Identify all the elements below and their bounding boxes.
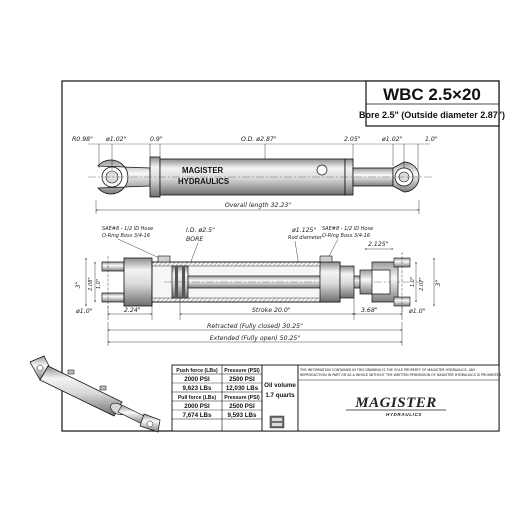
legal-block: THE INFORMATION CONTAINED IN THIS DRAWIN… xyxy=(269,364,502,432)
dim-extended: Extended (Fully open) 50.25" xyxy=(210,334,301,342)
dim-rod-end-top: 2.05" xyxy=(344,136,361,143)
pull-row-1-a: 2000 PSI xyxy=(184,403,210,410)
section-view: SAE#8 - 1/2 ID Hose O-Ring Boss 3/4-16 I… xyxy=(75,226,442,346)
push-row-1-b: 2500 PSI xyxy=(229,376,255,383)
dim-offset-left: 0.9" xyxy=(150,136,163,143)
title-block: WBC 2.5×20 Bore 2.5" (Outside diameter 2… xyxy=(359,80,505,127)
right-clevis xyxy=(371,261,399,303)
port-left xyxy=(157,255,171,263)
overall-length: Overall length 32.23" xyxy=(225,201,291,209)
pull-row-2-a: 7,674 LBs xyxy=(183,412,212,419)
dim-pin-right: ø1.02" xyxy=(381,136,403,143)
port-right xyxy=(319,255,333,263)
print-icon xyxy=(269,415,285,429)
push-force-label: Push force (LBs) xyxy=(176,368,218,374)
dim-outside-diameter: O.D. ø2.87" xyxy=(241,136,277,143)
legal-line-1: THE INFORMATION CONTAINED IN THIS DRAWIN… xyxy=(299,368,476,372)
dim-stroke: Stroke 20.0" xyxy=(252,306,291,314)
dim-width-left-2: 1.0" xyxy=(96,279,102,289)
dim-rod-end-bottom: 3.68" xyxy=(361,307,378,314)
dim-offset-right: 1.0" xyxy=(425,136,438,143)
rod-diameter-value: ø1.125" xyxy=(291,227,316,234)
dim-width-left-1: 2.08" xyxy=(88,277,94,290)
pull-row-2-b: 9,593 LBs xyxy=(228,412,257,419)
logo-wordmark: MAGISTER xyxy=(354,395,437,411)
pull-row-1-b: 2500 PSI xyxy=(229,403,255,410)
dim-radius: R0.98" xyxy=(72,136,93,143)
push-row-1-a: 2000 PSI xyxy=(184,376,210,383)
port-right-line-2: O-Ring Boss 3/4-16 xyxy=(322,233,370,239)
pull-force-label: Pull force (LBs) xyxy=(178,395,217,401)
spec-table: Push force (LBs) Pressure (PSI) 2000 PSI… xyxy=(171,364,299,432)
dim-clevis-right: 2.125" xyxy=(368,241,389,248)
oil-volume-label: Oil volume xyxy=(264,382,296,389)
dim-base: 2.24" xyxy=(124,307,141,314)
cylinder-illustration xyxy=(29,355,161,433)
dim-retracted: Retracted (Fully closed) 30.25" xyxy=(207,322,303,330)
model-title: WBC 2.5×20 xyxy=(383,85,481,104)
dim-height-right-1: 1.0" xyxy=(410,277,416,287)
dim-pin-bottom-right: ø1.0" xyxy=(408,308,426,315)
brand-line-1: MAGISTER xyxy=(182,166,224,175)
port-left-line-2: O-Ring Boss 3/4-16 xyxy=(102,233,150,239)
oil-volume-value: 1.7 quarts xyxy=(265,392,295,399)
pressure-label-push: Pressure (PSI) xyxy=(224,368,260,374)
bore-id: I.D. ø2.5" xyxy=(186,227,215,234)
bore-label: BORE xyxy=(186,236,203,243)
dim-pin-bottom-left: ø1.0" xyxy=(75,308,93,315)
push-row-2-a: 9,623 LBs xyxy=(183,385,212,392)
legal-line-2: REPRODUCTION IN PART OR AS A WHOLE WITHO… xyxy=(300,373,502,377)
bore-subtitle: Bore 2.5" (Outside diameter 2.87") xyxy=(359,110,505,120)
port-right-line-1: SAE#8 - 1/2 ID Hose xyxy=(322,226,373,232)
dim-height-right-3: 3" xyxy=(435,279,442,286)
dim-pin-left: ø1.02" xyxy=(105,136,127,143)
brand-line-2: HYDRAULICS xyxy=(178,177,229,186)
pressure-label-pull: Pressure (PSI) xyxy=(224,395,260,401)
hydraulic-port-top xyxy=(316,164,328,176)
push-row-2-b: 12,030 LBs xyxy=(226,385,259,392)
top-view: MAGISTER HYDRAULICS R0.98" ø1.02" 0.9" O… xyxy=(72,136,438,214)
dim-height-left: 3" xyxy=(75,281,82,288)
port-left-line-1: SAE#8 - 1/2 ID Hose xyxy=(102,226,153,232)
rod-diameter-label: Rod diameter xyxy=(288,235,323,241)
dim-height-right-2: 2.07" xyxy=(419,277,425,290)
logo-subtitle: HYDRAULICS xyxy=(386,412,422,417)
